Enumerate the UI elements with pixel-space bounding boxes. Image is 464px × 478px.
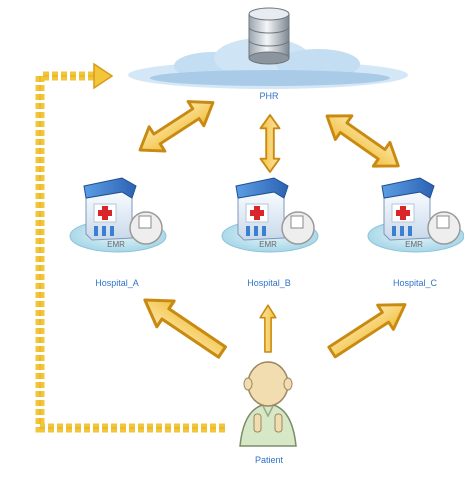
patient-hospital-b-arrow-icon bbox=[259, 304, 277, 353]
phr-hospital-c-arrow-icon bbox=[317, 102, 409, 180]
patient-to-phr-dashed-path bbox=[35, 62, 225, 433]
emr-icon bbox=[427, 211, 461, 245]
patient-label: Patient bbox=[254, 455, 284, 465]
hospital-c-label: Hospital_C bbox=[392, 278, 438, 288]
emr-icon bbox=[281, 211, 315, 245]
phr-hospital-b-arrow-icon bbox=[259, 114, 281, 173]
hospital-b-label: Hospital_B bbox=[247, 278, 291, 288]
patient-hospital-a-arrow-icon bbox=[134, 285, 233, 367]
database-icon bbox=[248, 7, 290, 65]
hospital-b-node bbox=[221, 177, 319, 253]
phr-hospital-a-arrow-icon bbox=[130, 89, 223, 164]
phr-label: PHR bbox=[259, 91, 279, 101]
emr-badge-c: EMR bbox=[405, 240, 423, 249]
dashed-arrowhead-icon bbox=[93, 62, 114, 90]
patient-hospital-c-arrow-icon bbox=[322, 291, 415, 366]
patient-icon bbox=[239, 361, 297, 447]
cloud-icon bbox=[128, 38, 408, 89]
hospital-c-node bbox=[367, 177, 464, 253]
hospital-a-label: Hospital_A bbox=[95, 278, 139, 288]
phr-node bbox=[128, 7, 408, 89]
emr-badge-b: EMR bbox=[259, 240, 277, 249]
emr-icon bbox=[129, 211, 163, 245]
emr-badge-a: EMR bbox=[107, 240, 125, 249]
hospital-a-node bbox=[69, 177, 167, 253]
